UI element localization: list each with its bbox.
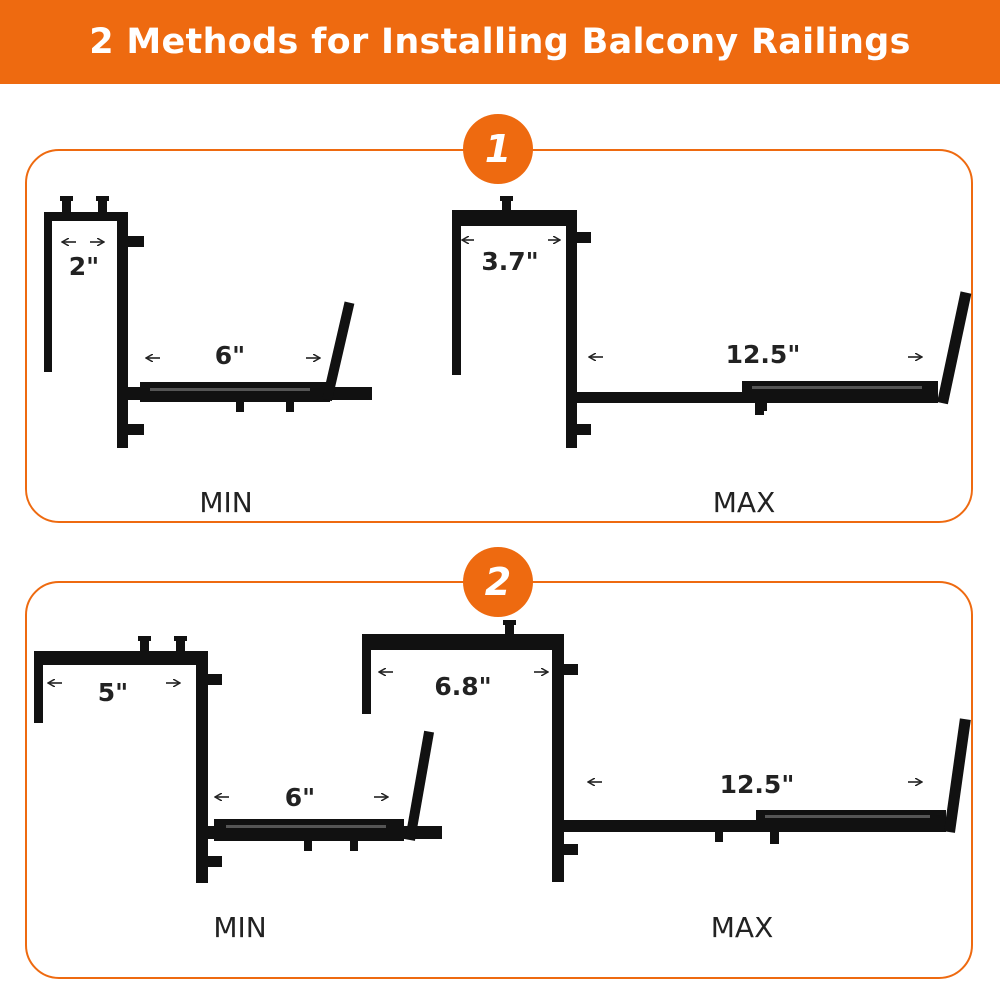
m1-min-caption: MIN	[199, 486, 252, 519]
m1-min-depth: 6"	[215, 341, 245, 370]
page-title: 2 Methods for Installing Balcony Railing…	[89, 22, 911, 62]
m1-max-bracket	[452, 196, 972, 448]
m2-min-caption: MIN	[213, 911, 266, 944]
m1-min-bracket	[44, 196, 372, 448]
m2-max-rail-width: 6.8"	[434, 672, 491, 701]
m2-max-bracket	[362, 620, 971, 882]
m1-max-depth: 12.5"	[726, 340, 801, 369]
method-1-badge: 1	[463, 114, 533, 184]
dimension-arrows	[48, 240, 922, 797]
title-banner: 2 Methods for Installing Balcony Railing…	[0, 0, 1000, 84]
m2-min-rail-width: 5"	[98, 678, 128, 707]
m1-max-caption: MAX	[713, 486, 776, 519]
method-2-badge: 2	[463, 547, 533, 617]
m2-min-depth: 6"	[285, 783, 315, 812]
m2-max-depth: 12.5"	[720, 770, 795, 799]
m1-min-rail-width: 2"	[69, 252, 99, 281]
m2-min-bracket	[34, 636, 442, 883]
m2-max-caption: MAX	[711, 911, 774, 944]
m1-max-rail-width: 3.7"	[481, 247, 538, 276]
